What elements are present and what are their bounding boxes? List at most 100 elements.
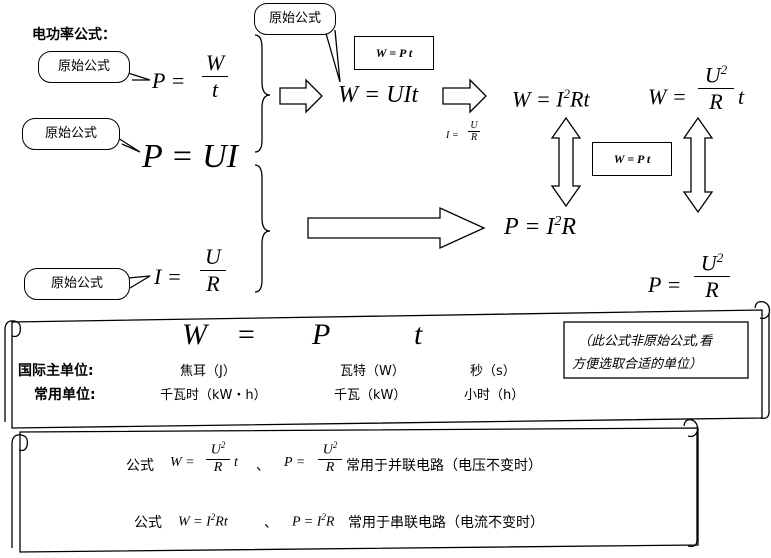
page-title: 电功率公式： — [32, 27, 116, 43]
arrow-right-1 — [279, 78, 323, 114]
si-unit-label: 国际主单位: — [18, 363, 94, 379]
common-unit-hour: 小时（h） — [464, 388, 525, 403]
bubble-tail-4 — [127, 275, 151, 289]
common-unit-kw: 千瓦（kW） — [334, 388, 407, 403]
original-formula-bubble-1: 原始公式 — [38, 51, 130, 83]
formula-p-equals-i2r-small: P = I2R — [292, 512, 334, 531]
note-line-1: （此公式非原始公式,看 — [578, 334, 713, 349]
parallel-circuit-line: 公式 W = U2 R t 、 P = U2 R 常用于并联电路（电压不变时） — [126, 440, 686, 486]
formula-exponent: 2 — [220, 440, 226, 450]
formula-separator: 、 — [264, 515, 278, 531]
denominator: R — [206, 271, 220, 296]
scroll-w-symbol: W — [182, 318, 207, 351]
denominator: t — [211, 77, 219, 102]
formula-lhs: I = — [446, 130, 459, 141]
bubble-tail-1 — [127, 72, 151, 81]
bubble-tail-3 — [324, 29, 341, 83]
numerator: U2 — [698, 62, 734, 88]
scroll-t-symbol: t — [414, 318, 423, 351]
formula-w-equals-i2rt-small: W = I2Rt — [178, 512, 228, 531]
w-equals-pt-box-2: W = P t — [592, 142, 672, 176]
formula-lhs: P = — [648, 272, 682, 297]
note-line-2: 方便选取合适的单位） — [572, 357, 703, 372]
formula-prefix: 公式 — [134, 515, 162, 531]
fraction-bar — [202, 76, 228, 77]
formula-w-equals-uit: W = UIt — [338, 82, 419, 108]
formula-exponent: 2 — [321, 512, 326, 522]
formula-p-equals-i2r: P = I2R — [504, 214, 576, 241]
parallel-circuit-text: 常用于并联电路（电压不变时） — [346, 458, 542, 474]
si-unit-second: 秒（s） — [470, 364, 516, 379]
double-arrow-1 — [550, 116, 582, 208]
denominator: R — [470, 132, 478, 143]
denominator: R — [213, 459, 223, 475]
formula-lhs: P = — [152, 68, 186, 93]
numerator-base: U — [210, 442, 221, 458]
series-circuit-line: 公式 W = I2Rt 、 P = I2R 常用于串联电路（电流不变时） — [134, 510, 694, 534]
note-box — [563, 321, 749, 379]
fraction-bar — [318, 458, 342, 460]
formula-exponent: 2 — [332, 440, 338, 450]
original-formula-bubble-2: 原始公式 — [22, 118, 120, 150]
numerator-base: U — [704, 62, 721, 88]
numerator: U2 — [318, 440, 342, 459]
formula-exponent: 2 — [563, 86, 571, 101]
formula-lhs: W = — [648, 84, 687, 109]
fraction-bar — [698, 88, 734, 90]
formula-lhs: P = — [284, 455, 306, 470]
numerator: W — [205, 50, 225, 75]
w-equals-pt-box-1: W = P t — [354, 36, 434, 70]
formula-part: R — [561, 214, 577, 240]
denominator: R — [325, 459, 335, 475]
si-unit-joule: 焦耳（J） — [180, 364, 236, 379]
formula-exponent: 2 — [210, 512, 216, 522]
numerator: U2 — [694, 250, 730, 276]
formula-part: P = I — [504, 214, 555, 240]
fraction: U2 R — [206, 440, 230, 476]
fraction: U R — [468, 120, 480, 143]
fraction-bar — [200, 270, 226, 271]
formula-part: W = I — [512, 86, 564, 112]
common-unit-kwh: 千瓦时（kW・h） — [160, 388, 267, 403]
original-formula-bubble-3: 原始公式 — [254, 3, 336, 35]
numerator: U — [470, 120, 478, 131]
arrow-right-2 — [442, 78, 487, 114]
formula-exponent: 2 — [554, 214, 562, 229]
formula-tail: t — [234, 455, 238, 470]
scroll-p-symbol: P — [312, 318, 331, 351]
formula-exponent: 2 — [716, 250, 724, 265]
formula-lhs: I = — [154, 264, 182, 289]
numerator: U2 — [206, 440, 230, 459]
fraction-bar — [468, 131, 480, 132]
fraction: W t — [202, 50, 228, 103]
formula-part: P = I — [292, 514, 322, 530]
fraction: U2 R — [318, 440, 342, 476]
formula-part: Rt — [215, 514, 228, 530]
fraction: U2 R — [694, 250, 730, 303]
fraction: U2 R — [698, 62, 734, 115]
formula-p-equals-ui: P = UI — [142, 138, 238, 175]
formula-exponent: 2 — [720, 62, 728, 77]
formula-part: Rt — [570, 86, 590, 112]
common-unit-label: 常用单位: — [34, 387, 96, 403]
formula-separator: 、 — [256, 458, 270, 474]
formula-prefix: 公式 — [126, 458, 154, 474]
numerator-base: U — [700, 250, 717, 276]
fraction: U R — [200, 244, 226, 297]
numerator: U — [205, 244, 221, 269]
double-arrow-2 — [682, 116, 714, 214]
bubble-tail-2 — [117, 137, 141, 153]
si-unit-watt: 瓦特（W） — [340, 364, 405, 379]
series-circuit-text: 常用于串联电路（电流不变时） — [348, 515, 544, 531]
brace-top — [254, 34, 271, 153]
arrow-right-long — [307, 206, 486, 250]
formula-lhs: W = — [170, 455, 195, 470]
fraction-bar — [206, 458, 230, 460]
formula-part: R — [325, 514, 335, 530]
scroll-2-shape — [11, 418, 699, 553]
denominator: R — [709, 89, 723, 115]
formula-part: W = I — [178, 514, 211, 530]
numerator-base: U — [322, 442, 333, 458]
brace-bottom — [254, 164, 271, 293]
